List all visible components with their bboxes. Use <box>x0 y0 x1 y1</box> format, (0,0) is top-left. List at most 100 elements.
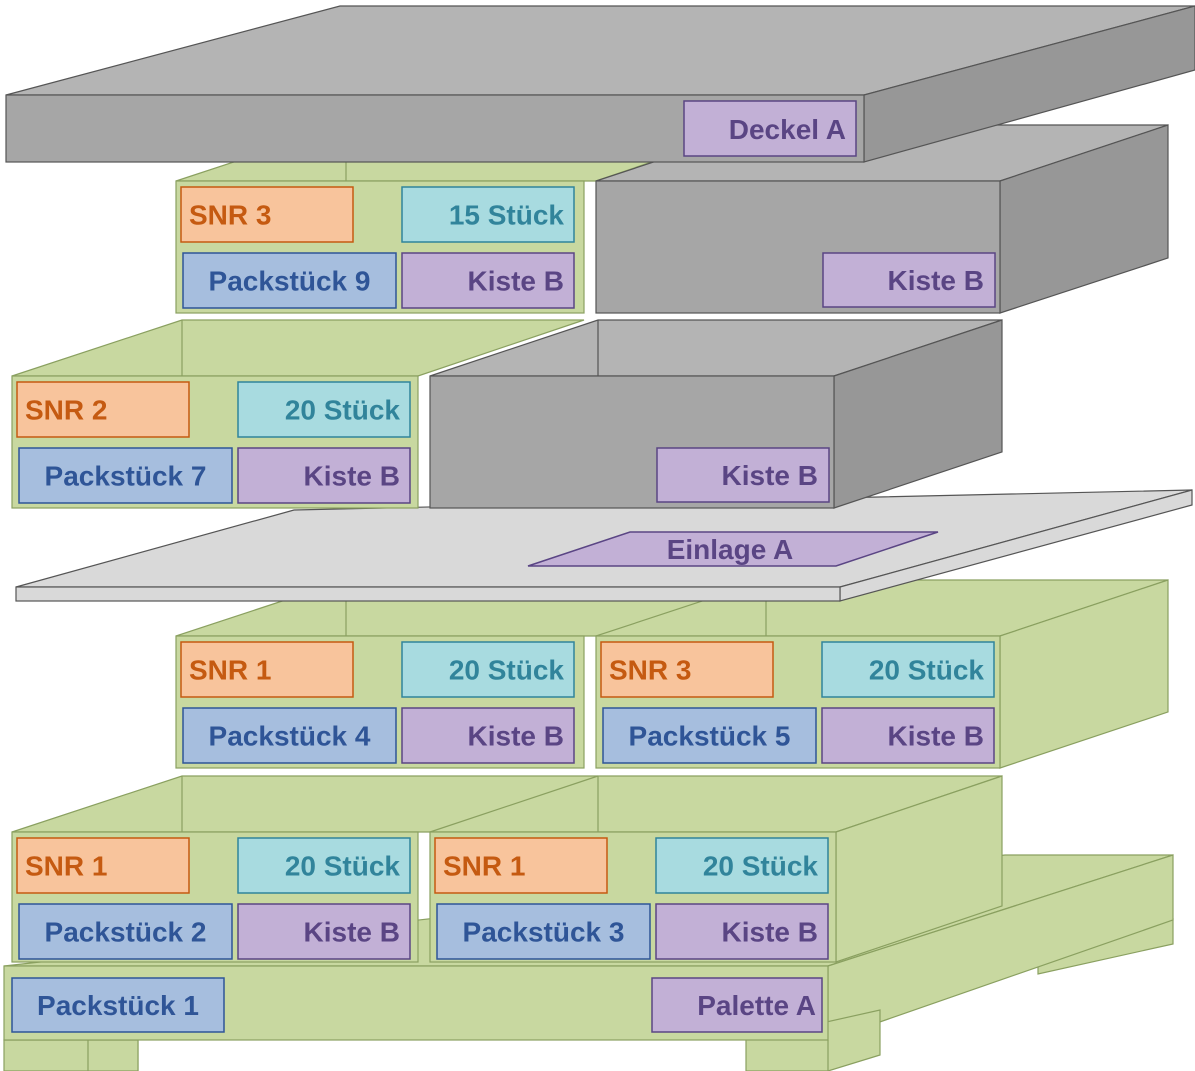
pack-packstueck-9-label: Packstück 9 <box>209 266 371 297</box>
pack-packstueck-2-tag: Packstück 2 <box>18 903 233 960</box>
pallet-pack-tag: Packstück 1 <box>11 977 225 1033</box>
row3-gray-type-tag: Kiste B <box>656 447 830 503</box>
snr-packstueck-9-label: SNR 3 <box>189 200 271 231</box>
type-packstueck-4-label: Kiste B <box>468 721 564 752</box>
insert-label: Einlage A <box>667 534 794 565</box>
pack-packstueck-3-tag: Packstück 3 <box>436 903 651 960</box>
snr-packstueck-3-label: SNR 1 <box>443 851 525 882</box>
insert-front <box>15 586 841 602</box>
pallet-pack-label: Packstück 1 <box>37 990 199 1021</box>
type-packstueck-3-box <box>655 903 829 960</box>
lid-type-box <box>683 100 857 157</box>
type-packstueck-2-tag: Kiste B <box>237 903 411 960</box>
type-packstueck-5-label: Kiste B <box>888 721 984 752</box>
qty-packstueck-7-label: 20 Stück <box>285 395 401 426</box>
qty-packstueck-5-label: 20 Stück <box>869 655 985 686</box>
lid-label: Deckel A <box>729 114 846 145</box>
qty-packstueck-3-tag: 20 Stück <box>655 837 829 894</box>
qty-packstueck-3-box <box>655 837 829 894</box>
row4-gray-type-label: Kiste B <box>888 265 984 296</box>
qty-packstueck-7-box <box>237 381 411 438</box>
pack-packstueck-7-box <box>18 447 233 504</box>
row3-gray-type-box <box>656 447 830 503</box>
snr-packstueck-3-box <box>434 837 608 894</box>
pack-packstueck-9-tag: Packstück 9 <box>182 252 397 309</box>
type-packstueck-2-box <box>237 903 411 960</box>
pack-packstueck-3-label: Packstück 3 <box>463 917 625 948</box>
type-packstueck-9-box <box>401 252 575 309</box>
snr-packstueck-5-tag: SNR 3 <box>600 641 774 698</box>
snr-packstueck-9-box <box>180 186 354 243</box>
pack-packstueck-7-label: Packstück 7 <box>45 461 207 492</box>
type-packstueck-9-label: Kiste B <box>468 266 564 297</box>
snr-packstueck-2-label: SNR 1 <box>25 851 107 882</box>
qty-packstueck-2-label: 20 Stück <box>285 851 401 882</box>
qty-packstueck-9-box <box>401 186 575 243</box>
pack-packstueck-9-box <box>182 252 397 309</box>
pack-packstueck-5-box <box>602 707 817 764</box>
qty-packstueck-9-label: 15 Stück <box>449 200 565 231</box>
insert-tag: Einlage A <box>527 531 939 567</box>
lid: Deckel A <box>5 5 1195 163</box>
snr-packstueck-5-label: SNR 3 <box>609 655 691 686</box>
pallet-type-tag: Palette A <box>651 977 823 1033</box>
snr-packstueck-2-tag: SNR 1 <box>16 837 190 894</box>
type-packstueck-5-box <box>821 707 995 764</box>
pack-packstueck-3-box <box>436 903 651 960</box>
row3-gray-type-label: Kiste B <box>722 460 818 491</box>
snr-packstueck-7-label: SNR 2 <box>25 395 107 426</box>
type-packstueck-3-label: Kiste B <box>722 917 818 948</box>
qty-packstueck-5-tag: 20 Stück <box>821 641 995 698</box>
snr-packstueck-4-label: SNR 1 <box>189 655 271 686</box>
qty-packstueck-9-tag: 15 Stück <box>401 186 575 243</box>
insert: Einlage A <box>15 489 1193 602</box>
pallet-foot-left-edge <box>87 1039 139 1071</box>
type-packstueck-9-tag: Kiste B <box>401 252 575 309</box>
pack-packstueck-4-box <box>182 707 397 764</box>
type-packstueck-7-box <box>237 447 411 504</box>
type-packstueck-5-tag: Kiste B <box>821 707 995 764</box>
pallet-pack-box <box>11 977 225 1033</box>
qty-packstueck-4-box <box>401 641 575 698</box>
type-packstueck-4-box <box>401 707 575 764</box>
qty-packstueck-5-box <box>821 641 995 698</box>
type-packstueck-7-tag: Kiste B <box>237 447 411 504</box>
snr-packstueck-7-tag: SNR 2 <box>16 381 190 438</box>
snr-packstueck-3-tag: SNR 1 <box>434 837 608 894</box>
pallet-type-label: Palette A <box>697 990 816 1021</box>
pack-packstueck-5-tag: Packstück 5 <box>602 707 817 764</box>
pallet-type-box <box>651 977 823 1033</box>
type-packstueck-7-label: Kiste B <box>304 461 400 492</box>
pack-packstueck-2-box <box>18 903 233 960</box>
pack-packstueck-5-label: Packstück 5 <box>629 721 791 752</box>
snr-packstueck-7-box <box>16 381 190 438</box>
qty-packstueck-3-label: 20 Stück <box>703 851 819 882</box>
row3: Kiste B <box>11 319 1003 509</box>
qty-packstueck-4-tag: 20 Stück <box>401 641 575 698</box>
pack-packstueck-7-tag: Packstück 7 <box>18 447 233 504</box>
snr-packstueck-2-box <box>16 837 190 894</box>
row4-gray-type-tag: Kiste B <box>822 252 996 308</box>
type-packstueck-4-tag: Kiste B <box>401 707 575 764</box>
qty-packstueck-4-label: 20 Stück <box>449 655 565 686</box>
type-packstueck-2-label: Kiste B <box>304 917 400 948</box>
row1-top <box>11 775 1003 833</box>
qty-packstueck-7-tag: 20 Stück <box>237 381 411 438</box>
insert-tag-box <box>527 531 939 567</box>
pack-packstueck-4-tag: Packstück 4 <box>182 707 397 764</box>
pack-packstueck-4-label: Packstück 4 <box>209 721 371 752</box>
type-packstueck-3-tag: Kiste B <box>655 903 829 960</box>
row1-divider-top <box>429 775 599 833</box>
lid-tag: Deckel A <box>683 100 857 157</box>
snr-packstueck-9-tag: SNR 3 <box>180 186 354 243</box>
snr-packstueck-5-box <box>600 641 774 698</box>
row4-gray-type-box <box>822 252 996 308</box>
qty-packstueck-2-box <box>237 837 411 894</box>
